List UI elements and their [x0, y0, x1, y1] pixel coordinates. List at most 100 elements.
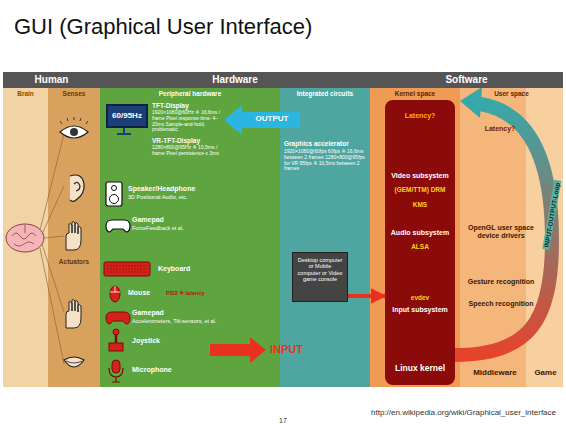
label-box: Gamepad	[132, 216, 232, 224]
node-text: Latency?	[385, 112, 455, 120]
label-text: Gesture recognition	[465, 278, 537, 286]
column-band: Integrated circuitsDesktop computer or M…	[280, 88, 370, 387]
label-text: 3D Positional Audio, etc.	[128, 194, 238, 200]
node-text: Desktop computer or Mobile computer or V…	[297, 257, 343, 282]
gamepad-icon	[106, 312, 130, 324]
label-box: Latency?	[465, 125, 535, 133]
label-text: VR-TFT-Display	[152, 137, 222, 144]
node-text: User space	[460, 90, 563, 97]
label-box: Gamepad	[132, 309, 232, 317]
label-text: Gamepad	[132, 216, 232, 224]
joystick-icon	[109, 329, 123, 351]
label-box: ForceFeedback et al.	[132, 225, 232, 231]
label-box: Gesture recognition	[465, 278, 537, 286]
mouse-icon	[110, 286, 120, 302]
node-text: Peripheral hardware	[100, 90, 280, 97]
label-box: 1920×1080@60fps 60fps ≙ 16,6ms between 2…	[284, 149, 368, 172]
output-arrow	[224, 105, 300, 135]
label-text: Keyboard	[158, 265, 238, 273]
node-text: Hardware	[100, 72, 370, 88]
label-text: Speech recognition	[465, 300, 537, 308]
node-text: Human	[3, 72, 100, 88]
label-box: OUTPUT	[244, 114, 300, 123]
label-box: Middleware	[462, 368, 528, 377]
device-box: Desktop computer or Mobile computer or V…	[292, 252, 348, 302]
node-text: Actuators	[48, 258, 100, 265]
column-band: SensesActuators	[48, 88, 100, 387]
hand-icon	[66, 300, 81, 329]
header-bar: Hardware	[100, 72, 370, 88]
label-box: Joystick	[132, 337, 212, 345]
label-box: Microphone	[132, 366, 212, 374]
node-text: Kernel space	[370, 90, 460, 97]
peripheral-band	[100, 88, 280, 387]
node-text: Software	[370, 72, 563, 88]
speaker-icon	[106, 182, 122, 206]
header-bar: Software	[370, 72, 563, 88]
label-box: PS/2 ≙ latency	[166, 290, 226, 296]
node-text: 60/95Hz	[108, 111, 146, 120]
ear-icon	[70, 175, 84, 202]
label-box: http://en.wikipedia.org/wiki/Graphical_u…	[296, 408, 556, 417]
microphone-icon	[109, 360, 123, 382]
label-box: Mouse	[128, 289, 164, 297]
eye-icon	[60, 117, 88, 138]
label-box: 1920×1080@60Hz ≙ 16,6ms / frame Pixel re…	[152, 110, 222, 133]
label-text: 1280×800@95Hz ≙ 10,5ms / frame Pixel per…	[152, 145, 222, 157]
label-text: Middleware	[462, 368, 528, 377]
input-arrow	[210, 337, 266, 363]
label-text: ForceFeedback et al.	[132, 225, 232, 231]
label-text: 1920×1080@60Hz ≙ 16,6ms / frame Pixel re…	[152, 110, 222, 133]
label-text: Game	[528, 368, 563, 377]
node-text: KMS	[385, 201, 455, 208]
column-band: Brain	[3, 88, 48, 387]
label-text: Latency?	[465, 125, 535, 133]
header-bar: Human	[3, 72, 100, 88]
mouth-icon	[64, 357, 84, 367]
label-text: http://en.wikipedia.org/wiki/Graphical_u…	[296, 408, 556, 417]
slide-title: GUI (Graphical User Interface)	[14, 14, 554, 39]
node-text: Audio subsystem	[385, 229, 455, 237]
label-text: Accelerometers, Tilt-sensors, et al.	[132, 318, 242, 324]
brain-band	[3, 88, 48, 387]
label-text: OpenGL user space device drivers	[465, 224, 537, 240]
label-box: VR-TFT-Display	[152, 137, 222, 144]
label-text: INPUT	[270, 343, 310, 356]
monitor-stand	[117, 128, 131, 134]
label-text: OUTPUT	[244, 114, 300, 123]
column-band: Kernel spaceLatency?Video subsystem(GEM/…	[370, 88, 460, 387]
senses-band	[48, 88, 100, 387]
column-band: Peripheral hardware 60/95Hz	[100, 88, 280, 387]
label-box: Game	[528, 368, 563, 377]
label-text: Microphone	[132, 366, 212, 374]
node-text: Input subsystem	[385, 306, 455, 314]
gamepad-icon	[106, 220, 130, 232]
label-box: 3D Positional Audio, etc.	[128, 194, 238, 200]
label-box: Speech recognition	[465, 300, 537, 308]
kernel-box: Latency?Video subsystem(GEM/TTM) DRMKMSA…	[385, 100, 455, 385]
node-text: Linux kernel	[385, 364, 455, 374]
label-box: Accelerometers, Tilt-sensors, et al.	[132, 318, 242, 324]
node-text: evdev	[385, 294, 455, 301]
brain-icon	[6, 224, 44, 252]
label-box: TFT-Display	[152, 102, 222, 109]
label-text: 17	[270, 417, 296, 425]
node-text: Video subsystem	[385, 172, 455, 180]
label-text: Gamepad	[132, 309, 232, 317]
label-text: Graphics accelerator	[284, 140, 368, 147]
label-text: PS/2 ≙ latency	[166, 290, 226, 296]
kernel-band	[370, 88, 460, 387]
label-box: 17	[270, 417, 296, 425]
loop-arrow	[455, 104, 552, 355]
label-box: Speaker/Headphone	[128, 185, 238, 193]
label-text: Speaker/Headphone	[128, 185, 238, 193]
label-text: 1920×1080@60fps 60fps ≙ 16,6ms between 2…	[284, 149, 368, 172]
label-box: INPUT	[270, 343, 310, 356]
label-box: Graphics accelerator	[284, 140, 368, 147]
node-text: ALSA	[385, 243, 455, 250]
label-text: Mouse	[128, 289, 164, 297]
title-box: GUI (Graphical User Interface)	[14, 14, 554, 39]
node-text: Senses	[48, 90, 100, 97]
